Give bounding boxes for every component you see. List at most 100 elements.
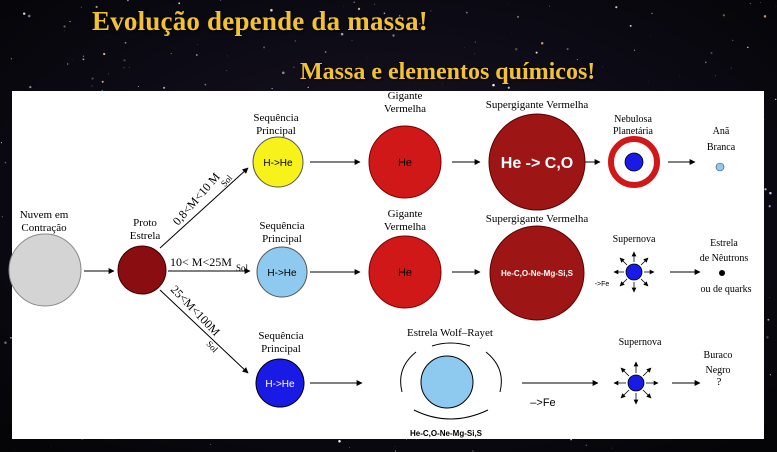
ns-label-1: Estrela — [710, 238, 738, 249]
star-dot — [374, 3, 376, 5]
star-dot — [137, 85, 139, 87]
star-dot — [566, 48, 569, 51]
quark-star-label: ou de quarks — [700, 284, 751, 295]
star-dot — [768, 205, 771, 208]
ms1-label-1: Sequência — [253, 112, 298, 124]
star-dot — [210, 444, 212, 445]
rg2-label-1: Gigante — [388, 208, 423, 220]
star-dot — [1, 216, 4, 218]
sg2-core: He-C,O-Ne-Mg-Si,S — [501, 269, 574, 278]
supernova-3-core — [627, 374, 645, 392]
star-dot — [338, 440, 341, 443]
slide-title: Evolução depende da massa! — [92, 6, 428, 36]
bh-label-1: Buraco — [704, 350, 733, 361]
supernova-3-rays — [613, 361, 659, 405]
star-dot — [769, 374, 772, 376]
star-dot — [27, 14, 31, 18]
star-dot — [576, 59, 578, 61]
star-dot — [763, 15, 767, 18]
star-dot — [535, 51, 538, 54]
sn3-label: Supernova — [619, 337, 662, 348]
star-dot — [517, 15, 519, 18]
star-dot — [633, 49, 636, 51]
red-giant-2 — [368, 235, 442, 309]
star-dot — [507, 86, 510, 89]
star-dot — [127, 0, 129, 2]
star-dot — [340, 32, 344, 36]
pn-label-2: Planetária — [613, 126, 654, 137]
star-dot — [471, 450, 474, 452]
star-dot — [766, 336, 769, 339]
star-dot — [163, 86, 166, 89]
sn2-label: Supernova — [613, 234, 656, 245]
ms2-label-2: Principal — [262, 233, 302, 245]
star-dot — [394, 450, 397, 452]
star-dot — [514, 47, 518, 51]
star-dot — [353, 1, 355, 3]
star-dot — [324, 51, 327, 53]
star-dot — [651, 12, 653, 14]
ms3-label-1: Sequência — [258, 330, 303, 342]
rg1-label-1: Gigante — [388, 90, 423, 102]
star-dot — [69, 20, 71, 23]
star-dot — [430, 10, 432, 12]
flow-arrows — [84, 159, 701, 386]
ms3-label-2: Principal — [261, 343, 301, 355]
pn-label-1: Nebulosa — [614, 114, 652, 125]
star-dot — [22, 12, 26, 15]
white-dwarf — [715, 162, 725, 172]
star-dot — [294, 40, 297, 42]
star-dot — [732, 39, 734, 41]
sg2-to-fe: ->Fe — [595, 281, 610, 288]
slide-subtitle: Massa e elementos químicos! — [300, 59, 596, 85]
star-dot — [0, 142, 2, 144]
star-dot — [585, 444, 588, 446]
star-dot — [351, 39, 353, 41]
star-dot — [392, 34, 395, 37]
star-dot — [124, 41, 127, 44]
star-dot — [263, 46, 266, 49]
star-dot — [219, 0, 222, 1]
ms2-core: H->He — [267, 268, 297, 279]
star-dot — [64, 30, 65, 32]
rg1-core: He — [398, 157, 412, 169]
star-dot — [540, 41, 544, 45]
main-sequence-lightblue — [256, 246, 308, 298]
star-dot — [123, 67, 125, 69]
star-dot — [195, 53, 198, 57]
star-dot — [764, 188, 767, 191]
star-dot — [112, 439, 114, 440]
star-dot — [357, 7, 361, 11]
star-dot — [492, 83, 495, 87]
main-sequence-blue — [255, 358, 305, 408]
star-dot — [307, 86, 309, 89]
star-dot — [464, 47, 466, 48]
planetary-nebula-core — [624, 152, 644, 172]
star-dot — [270, 8, 273, 12]
rg1-label-2: Vermelha — [384, 103, 426, 115]
star-dot — [769, 191, 772, 195]
branch-label-mid: 10< M<25M Sol — [170, 255, 249, 273]
sg1-label: Supergigante Vermelha — [486, 99, 589, 111]
star-dot — [313, 74, 315, 76]
ns-label-2: de Nêutrons — [700, 253, 749, 264]
wolf-rayet-wind — [400, 342, 502, 420]
main-sequence-yellow — [252, 136, 304, 188]
star-dot — [10, 58, 12, 60]
star-dot — [710, 52, 713, 54]
neutron-star — [719, 270, 725, 276]
bh-question: ? — [717, 376, 722, 388]
cloud-label-1: Nuvem em — [20, 209, 69, 221]
proto-label-2: Estrela — [130, 230, 161, 242]
ms2-label-1: Sequência — [259, 220, 304, 232]
star-dot — [405, 438, 408, 441]
star-dot — [91, 77, 94, 80]
wr-to-fe: –>Fe — [530, 397, 555, 409]
wd-label-2: Branca — [707, 142, 736, 153]
star-dot — [271, 88, 273, 90]
star-dot — [399, 15, 401, 17]
star-dot — [95, 5, 98, 8]
star-dot — [615, 6, 618, 9]
protostar — [117, 245, 167, 295]
